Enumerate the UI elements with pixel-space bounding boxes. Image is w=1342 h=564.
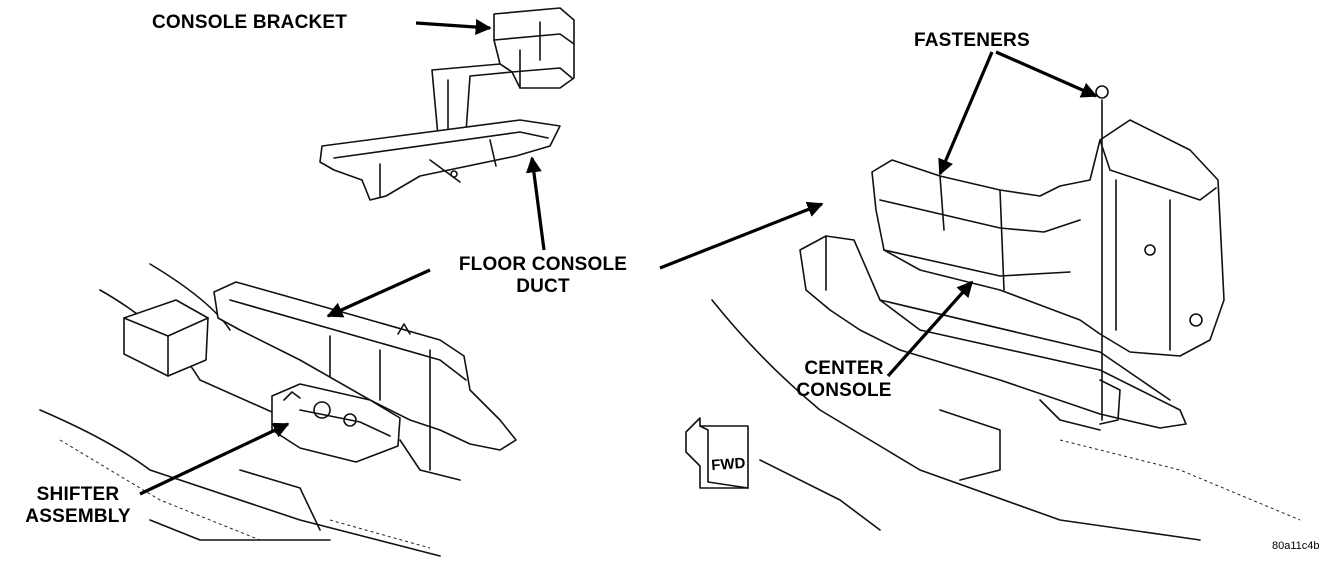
console-bracket-part	[431, 7, 575, 137]
arrow-duct-installed	[326, 268, 431, 318]
label-shifter-assembly: SHIFTER ASSEMBLY	[25, 484, 131, 527]
floor-console-duct-part	[319, 119, 561, 201]
reference-code: 80a11c4b	[1272, 540, 1320, 552]
left-installed-assembly	[39, 263, 517, 557]
arrow-fastener-console	[938, 51, 994, 176]
arrow-duct-right	[659, 201, 824, 270]
label-center-console: CENTER CONSOLE	[796, 358, 892, 401]
fwd-text: FWD	[711, 455, 746, 474]
fwd-label: FWD	[711, 455, 746, 474]
label-console-bracket: CONSOLE BRACKET	[152, 12, 348, 33]
leader-arrows	[139, 19, 1098, 496]
fwd-direction-marker	[685, 417, 749, 489]
arrow-shifter-assembly	[139, 422, 290, 496]
arrow-center-console	[886, 280, 974, 378]
right-installed-assembly	[711, 85, 1301, 541]
label-fasteners: FASTENERS	[914, 30, 1030, 51]
arrow-duct-exploded	[525, 156, 546, 251]
arrow-console-bracket	[415, 19, 492, 36]
arrow-fastener-post	[995, 50, 1098, 98]
label-floor-console-duct: FLOOR CONSOLE DUCT	[458, 254, 628, 297]
